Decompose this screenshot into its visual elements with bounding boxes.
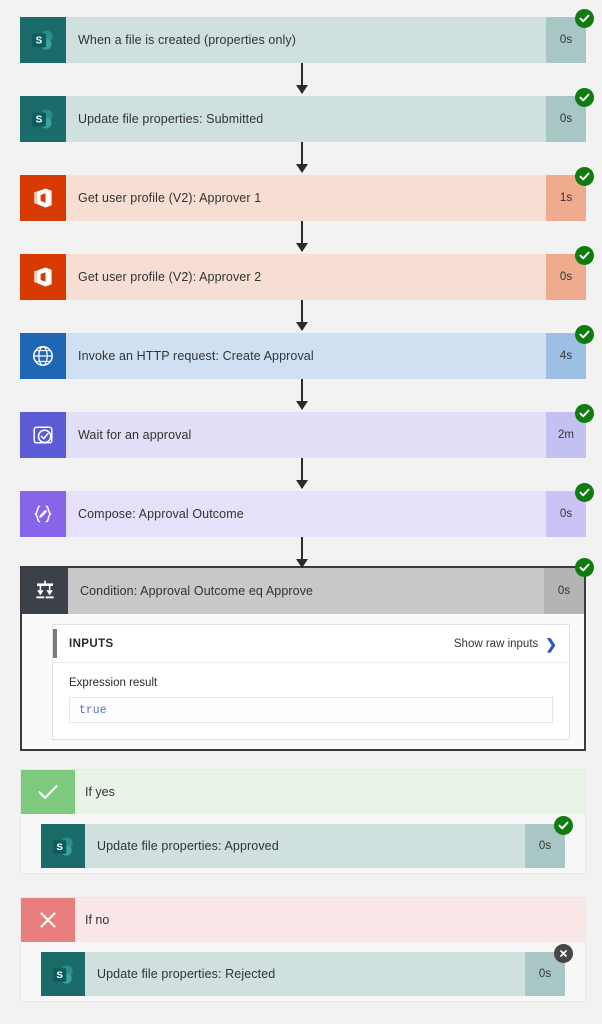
condition-icon (22, 568, 68, 614)
branch-if-no-header[interactable]: If no (21, 898, 585, 942)
condition-title: Condition: Approval Outcome eq Approve (68, 568, 544, 614)
branch-if-yes[interactable]: If yes S Update file properties: Approve… (20, 769, 586, 874)
status-badge-succeeded (575, 167, 594, 186)
action-card-update-file-properties-submitted[interactable]: S Update file properties: Submitted 0s (20, 88, 594, 142)
chevron-right-icon: ❯ (545, 635, 557, 652)
action-title: Get user profile (V2): Approver 1 (66, 175, 546, 221)
approval-icon (20, 412, 66, 458)
connector-arrow (296, 221, 308, 252)
office365-icon (20, 254, 66, 300)
connector-arrow (296, 379, 308, 410)
action-duration: 2m (546, 412, 586, 458)
action-card-update-file-properties-approved[interactable]: S Update file properties: Approved 0s (41, 816, 573, 868)
action-card-update-file-properties-rejected[interactable]: S Update file properties: Rejected 0s (41, 944, 573, 996)
sharepoint-icon: S (41, 952, 85, 996)
x-icon (21, 898, 75, 942)
action-card-wait-for-an-approval[interactable]: Wait for an approval 2m (20, 404, 594, 458)
connector-arrow (296, 300, 308, 331)
action-title: Invoke an HTTP request: Create Approval (66, 333, 546, 379)
status-badge-succeeded (575, 246, 594, 265)
action-card-compose-approval-outcome[interactable]: Compose: Approval Outcome 0s (20, 483, 594, 537)
status-badge-succeeded (575, 9, 594, 28)
branch-if-yes-body: S Update file properties: Approved 0s (21, 814, 585, 888)
svg-text:S: S (56, 841, 63, 852)
status-badge-succeeded (575, 483, 594, 502)
sharepoint-icon: S (20, 96, 66, 142)
status-badge-succeeded (575, 404, 594, 423)
status-badge-succeeded (575, 325, 594, 344)
status-badge-succeeded (554, 816, 573, 835)
inputs-section-label: INPUTS (69, 637, 114, 650)
branch-if-no-body: S Update file properties: Rejected 0s (21, 942, 585, 1016)
condition-header[interactable]: Condition: Approval Outcome eq Approve 0… (22, 558, 594, 614)
action-card-trigger-when-file-created[interactable]: S When a file is created (properties onl… (20, 9, 594, 63)
status-badge-succeeded (575, 558, 594, 577)
action-card-get-user-profile-approver-1[interactable]: Get user profile (V2): Approver 1 1s (20, 167, 594, 221)
show-raw-inputs-label: Show raw inputs (453, 637, 539, 650)
action-title: Get user profile (V2): Approver 2 (66, 254, 546, 300)
expression-result-label: Expression result (69, 677, 158, 689)
connector-arrow (296, 537, 308, 568)
condition-details: INPUTS Show raw inputs ❯ Expression resu… (22, 614, 584, 754)
branch-if-no[interactable]: If no S Update file properties: Rejected… (20, 897, 586, 1002)
action-card-get-user-profile-approver-2[interactable]: Get user profile (V2): Approver 2 0s (20, 246, 594, 300)
condition-block[interactable]: Condition: Approval Outcome eq Approve 0… (20, 558, 594, 754)
connector-arrow (296, 63, 308, 94)
condition-duration: 0s (544, 568, 584, 614)
status-badge-succeeded (575, 88, 594, 107)
action-title: Update file properties: Submitted (66, 96, 546, 142)
compose-icon (20, 491, 66, 537)
inputs-panel: INPUTS Show raw inputs ❯ Expression resu… (52, 624, 570, 740)
check-icon (21, 770, 75, 814)
connector-arrow (296, 142, 308, 173)
action-title: Compose: Approval Outcome (66, 491, 546, 537)
action-title: When a file is created (properties only) (66, 17, 546, 63)
branch-if-yes-label: If yes (85, 785, 115, 799)
inputs-header: INPUTS Show raw inputs ❯ (53, 625, 569, 663)
svg-text:S: S (56, 969, 63, 980)
office365-icon (20, 175, 66, 221)
action-title: Wait for an approval (66, 412, 546, 458)
branch-if-no-label: If no (85, 913, 110, 927)
connector-arrow (296, 458, 308, 489)
inputs-content: Expression result true (53, 663, 569, 739)
show-raw-inputs-link[interactable]: Show raw inputs ❯ (454, 637, 557, 651)
svg-text:S: S (36, 36, 43, 47)
globe-icon (20, 333, 66, 379)
action-title: Update file properties: Approved (85, 824, 525, 868)
expression-result-value: true (69, 697, 553, 723)
sharepoint-icon: S (20, 17, 66, 63)
branch-if-yes-header[interactable]: If yes (21, 770, 585, 814)
svg-text:S: S (36, 115, 43, 126)
status-badge-skipped (554, 944, 573, 963)
action-card-invoke-http-request-create-approval[interactable]: Invoke an HTTP request: Create Approval … (20, 325, 594, 379)
sharepoint-icon: S (41, 824, 85, 868)
action-title: Update file properties: Rejected (85, 952, 525, 996)
